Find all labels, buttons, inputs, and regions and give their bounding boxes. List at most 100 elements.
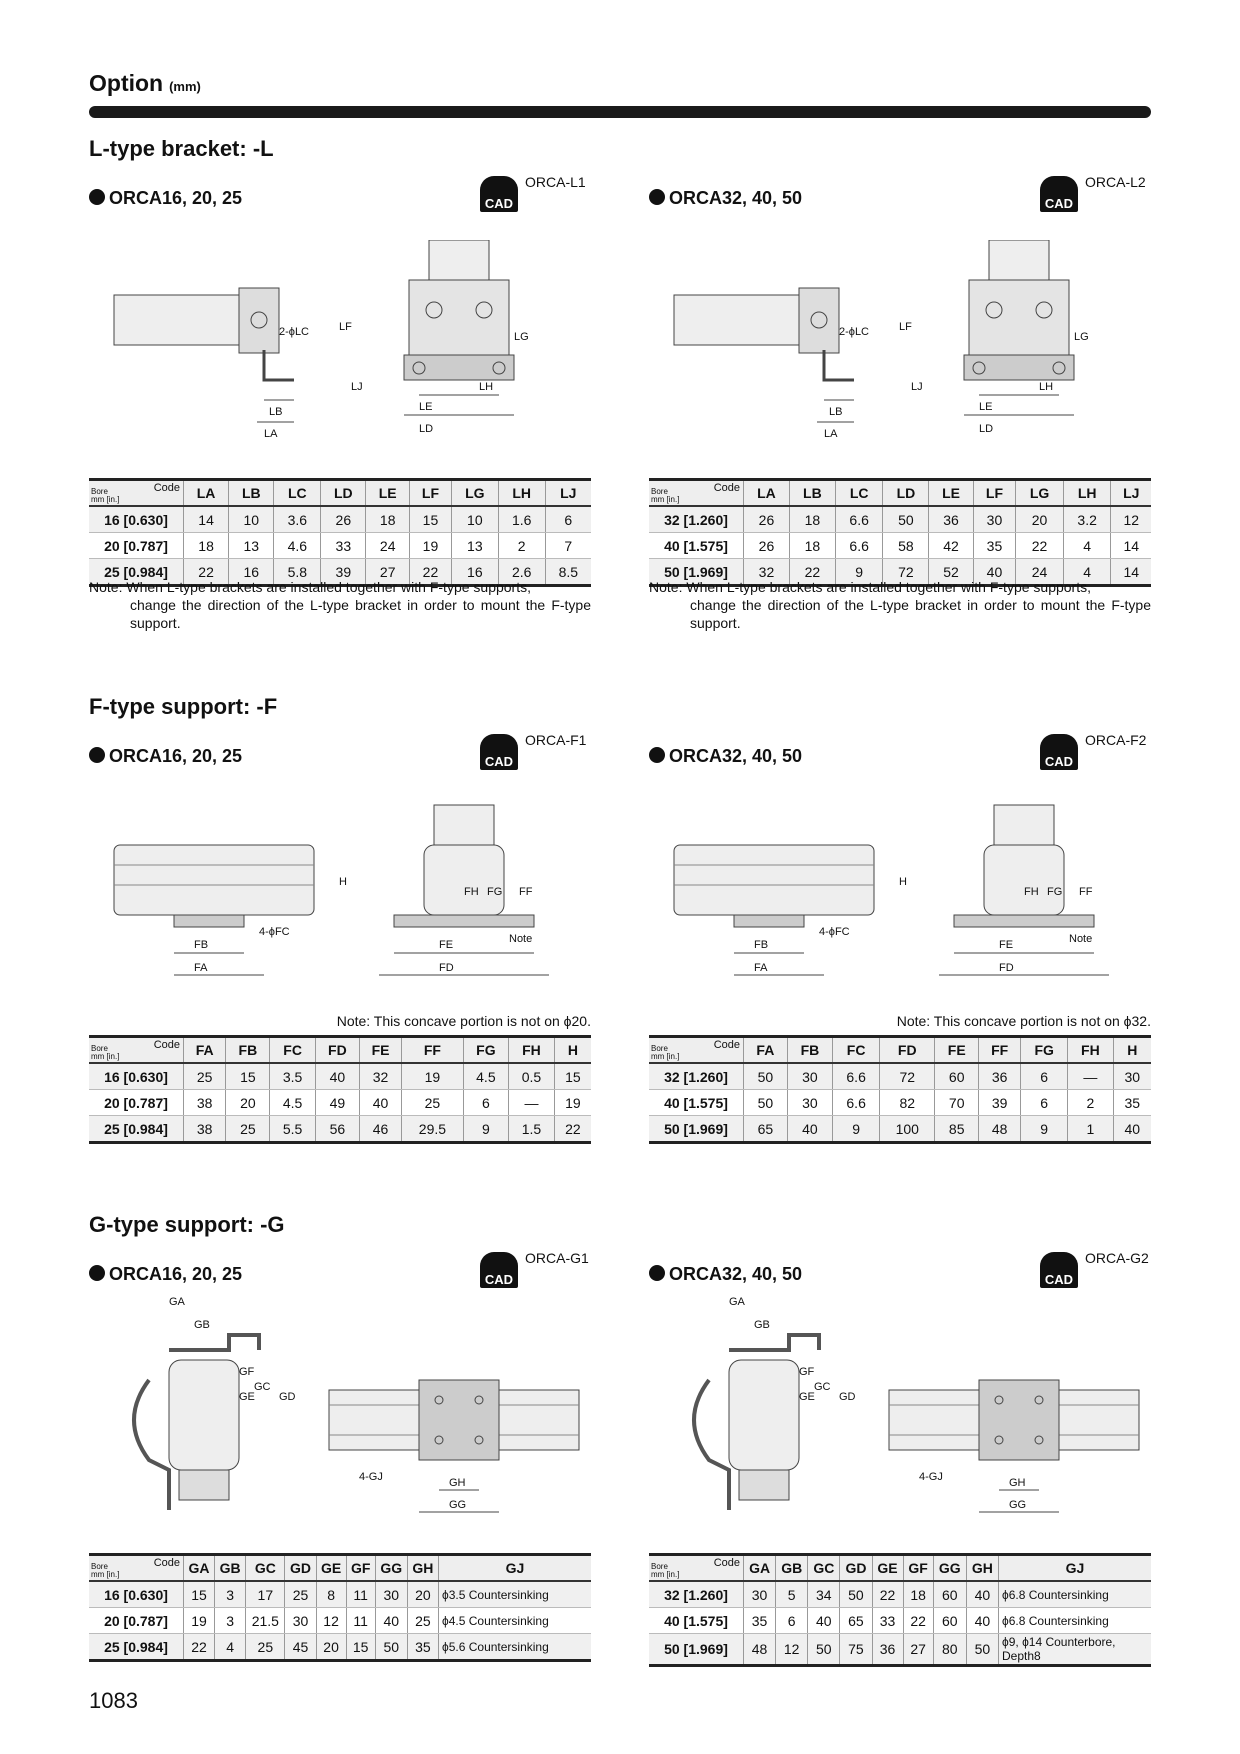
value-cell: ϕ9, ϕ14 Counterbore, Depth8 (998, 1633, 1151, 1666)
column-header: FD (879, 1036, 935, 1064)
value-cell: 26 (320, 506, 366, 533)
value-cell: 14 (182, 506, 229, 533)
bore-size-cell: 20 [0.787] (89, 1607, 184, 1634)
cad-icon[interactable]: CAD (480, 1252, 518, 1288)
value-cell: 10 (228, 506, 274, 533)
column-header: GB (214, 1554, 246, 1582)
value-cell: ϕ3.5 Countersinking (438, 1581, 591, 1608)
dimension-label: LE (979, 401, 992, 413)
value-cell: 19 (553, 1089, 591, 1116)
column-header: LG (1015, 479, 1064, 507)
value-cell: ϕ4.5 Countersinking (438, 1607, 591, 1634)
value-cell: 1 (1067, 1115, 1114, 1143)
dimension-label: LH (1039, 381, 1053, 393)
column-header: FB (225, 1036, 270, 1064)
subtitle-text: ORCA16, 20, 25 (109, 1264, 243, 1284)
cad-reference[interactable]: ORCA-L2 (1085, 174, 1146, 190)
dimension-label: LA (264, 428, 278, 440)
value-cell: 21.5 (245, 1607, 285, 1634)
value-cell: 40 (965, 1581, 999, 1608)
value-cell: 50 (882, 506, 929, 533)
bore-text: Bore (91, 487, 108, 496)
value-cell: 35 (406, 1633, 439, 1661)
bore-text: Bore (651, 1044, 668, 1053)
cad-reference[interactable]: ORCA-F1 (525, 732, 587, 748)
bore-size-cell: 20 [0.787] (89, 532, 184, 559)
value-cell: 25 (284, 1581, 317, 1608)
cad-icon[interactable]: CAD (1040, 176, 1078, 212)
dimension-label: GG (449, 1499, 466, 1511)
bore-unit: mm [in.] (651, 1052, 680, 1061)
value-cell: 4.6 (273, 532, 321, 559)
value-cell: ϕ6.8 Countersinking (998, 1607, 1151, 1634)
column-header: FG (1020, 1036, 1068, 1064)
value-cell: 4.5 (269, 1089, 316, 1116)
value-cell: 85 (934, 1115, 979, 1143)
dimension-label: LD (979, 423, 993, 435)
dimension-label: 2-ϕLC (839, 326, 869, 338)
value-cell: — (1067, 1063, 1114, 1090)
dimension-label: LE (419, 401, 432, 413)
value-cell: 25 (401, 1089, 464, 1116)
dimension-label: FB (194, 939, 208, 951)
cad-reference[interactable]: ORCA-F2 (1085, 732, 1147, 748)
cad-icon[interactable]: CAD (1040, 1252, 1078, 1288)
value-cell: 12 (775, 1633, 808, 1666)
bullet-icon (649, 1265, 665, 1281)
bore-unit: mm [in.] (651, 1570, 680, 1579)
value-cell: 20 (315, 1633, 347, 1661)
subtitle-text: ORCA16, 20, 25 (109, 746, 243, 766)
cad-icon[interactable]: CAD (480, 734, 518, 770)
dimension-label: GE (239, 1391, 255, 1403)
value-cell: 5 (775, 1581, 808, 1608)
title-rule (89, 106, 1151, 118)
cad-reference[interactable]: ORCA-G2 (1085, 1250, 1149, 1266)
value-cell: 34 (807, 1581, 840, 1608)
cad-reference[interactable]: ORCA-L1 (525, 174, 586, 190)
subtitle-left: ORCA16, 20, 25 (89, 1264, 242, 1285)
dimension-label: GD (839, 1391, 856, 1403)
value-cell: 75 (839, 1633, 872, 1666)
value-cell: 6.6 (832, 1063, 880, 1090)
value-cell: 3 (214, 1581, 246, 1608)
value-cell: 50 (839, 1581, 872, 1608)
bore-size-cell: 32 [1.260] (649, 1581, 744, 1608)
value-cell: 10 (450, 506, 499, 533)
value-cell: 50 (807, 1633, 840, 1666)
value-cell: 32 (743, 558, 790, 586)
dimension-label: LB (269, 406, 282, 418)
subtitle-left: ORCA16, 20, 25 (89, 746, 242, 767)
cad-icon[interactable]: CAD (1040, 734, 1078, 770)
unit-label: (mm) (169, 79, 201, 94)
column-header: LF (972, 479, 1016, 507)
value-cell: 27 (365, 558, 410, 586)
bore-text: Bore (91, 1044, 108, 1053)
value-cell: 2 (497, 532, 546, 559)
subtitle-text: ORCA16, 20, 25 (109, 188, 243, 208)
value-cell: ϕ5.6 Countersinking (438, 1633, 591, 1661)
cad-reference[interactable]: ORCA-G1 (525, 1250, 589, 1266)
value-cell: 9 (1020, 1115, 1068, 1143)
value-cell: 2 (1067, 1089, 1114, 1116)
value-cell: 22 (788, 558, 836, 586)
column-header: LC (273, 479, 321, 507)
value-cell: 19 (182, 1607, 215, 1634)
bore-size-cell: 50 [1.969] (649, 558, 744, 586)
value-cell: 82 (879, 1089, 935, 1116)
value-cell: 15 (553, 1063, 591, 1090)
cad-icon[interactable]: CAD (480, 176, 518, 212)
page-number: 1083 (89, 1688, 138, 1713)
bullet-icon (649, 747, 665, 763)
